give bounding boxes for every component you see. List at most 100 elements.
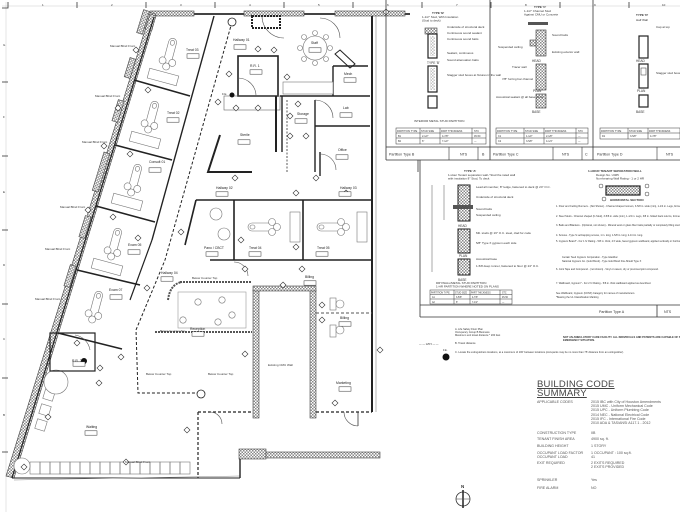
- detail-note: Underside of structural deck: [476, 195, 514, 199]
- table-cell: 7-1/2": [472, 302, 478, 304]
- room-label: Hallway 01: [233, 38, 250, 42]
- code-value: 2 EXITS REQUIRED 2 EXITS PROVIDED: [591, 461, 625, 470]
- table-header: PART THICKNESS: [441, 130, 463, 133]
- grid-column-ticks: [76, 2, 630, 8]
- room-label: R.R. 1: [250, 64, 260, 68]
- table-cell: 4-7/8": [650, 135, 657, 138]
- detail-note: Cap at top: [656, 25, 670, 29]
- code-key: SPRINKLER: [537, 477, 558, 482]
- code-value: 2015 IBC with City of Houston Amendments…: [591, 400, 661, 426]
- room-label: Treat 04: [249, 246, 262, 250]
- code-row: OCCUPANT LOAD FACTOR 1 OCCUPANT : 100 sq…: [537, 451, 680, 455]
- grid-col-9: 9: [594, 3, 596, 7]
- room-label: Billing: [340, 316, 349, 320]
- grid-col-1: 1: [42, 3, 44, 7]
- grid-col-2: 2: [111, 3, 113, 7]
- room-label: Hallway 02: [216, 186, 233, 190]
- table-header: STUD SIZE: [421, 130, 434, 133]
- north-arrow: N: [455, 484, 471, 508]
- table-cell: ---: [474, 140, 477, 143]
- table-header: STUD SIZE: [525, 130, 538, 133]
- detail-subtitle: 1-1/2" Stud, With Insulation(Stud to dec…: [422, 15, 459, 23]
- plan-label: PLAN: [533, 89, 542, 93]
- detail-note: Underside of structural deck: [447, 25, 485, 29]
- note-4: 4. Screws - Type S self-tapping screws, …: [556, 234, 643, 237]
- room-label: Pano / CBCT: [204, 246, 224, 250]
- manual-blind-note: Manual Blind Front: [82, 140, 107, 144]
- note-5a: Certain Teed Gypsum Corporation - Type G…: [562, 256, 619, 259]
- window-hatch: [334, 10, 406, 17]
- grid-row-g: G: [3, 43, 6, 47]
- detail-letter: C: [585, 153, 588, 157]
- room-label: Treat 05: [317, 246, 330, 250]
- ambulatory-warning: NOT AN AMBULATORY CARE FACILITY. ALL IND…: [563, 335, 680, 342]
- table-cell: 3-5/8": [456, 297, 462, 299]
- section-label: HORIZONTAL SECTION: [610, 198, 644, 202]
- code-key: EXIT REQUIRED: [537, 461, 565, 466]
- grid-row-f: F: [3, 115, 5, 119]
- head-label: HEAD: [532, 59, 542, 63]
- table-cell: ---: [578, 140, 581, 143]
- table-cell: A2: [432, 301, 436, 304]
- partition-table-d: PARTITION TYPE STUD SIZE PART THICKNESS …: [599, 127, 680, 140]
- floor-plan: [5, 8, 410, 481]
- code-row: SPRINKLER Yes: [537, 478, 680, 482]
- detail-footer-title: Partition Type C: [493, 153, 519, 157]
- table-cell: 6": [456, 302, 458, 304]
- code-row: OCCUPANT LOAD 41: [537, 455, 680, 459]
- note-2: 2. Steel Studs - Channel shaped (C-Stud)…: [556, 215, 680, 218]
- note-7: 7. Wallboard, Gypsum* - For 2 hr Rating …: [556, 282, 651, 285]
- note-6: 6. Joint Tape and Compound - (not shown)…: [556, 268, 659, 271]
- room-label: Storage: [297, 112, 309, 116]
- detail-scale: NTS: [460, 153, 468, 157]
- partition-type-d-detail: TYPE 'D' Half Wall HEAD PLAN BASE Cap at…: [597, 13, 680, 160]
- plan-label: PLAN: [637, 89, 646, 93]
- detail-note: Existing exterior wall: [552, 50, 580, 54]
- manual-blind-note: Manual Blind Front: [60, 205, 85, 209]
- head-label: HEAD: [458, 224, 468, 228]
- detail-note: 1-5/8 deep runner, fastened to floor @ 2…: [476, 264, 539, 268]
- table-cell: D1: [602, 135, 606, 138]
- table-cell: 2-1/2": [422, 135, 429, 138]
- waiting-chairs: [29, 388, 191, 475]
- note-5b: National Gypsum Co. (Gold Bond) - Type G…: [562, 260, 642, 263]
- room-label: Mech: [344, 72, 352, 76]
- below-counter-note: Below Counter Top: [192, 276, 218, 280]
- detail-title: TYPE 'C': [534, 5, 547, 9]
- detail-note: Acoustical sealant @ all base joints: [496, 95, 544, 99]
- note-3: 3. Batts and Blankets - (Optional, not s…: [556, 224, 680, 227]
- code-value: 4900 sq. ft.: [591, 437, 609, 442]
- building-code-title-line2: SUMMARY: [537, 388, 587, 399]
- detail-note: Tracer wall: [512, 65, 527, 69]
- table-cell: 7-1/2": [442, 140, 449, 143]
- grid-col-6: 6: [387, 3, 389, 7]
- manual-blind-note: Manual Blind Front: [45, 247, 70, 251]
- manual-blind-note: Manual Blind Front: [125, 460, 150, 464]
- detail-note: Sound attenuation batts: [447, 58, 479, 62]
- detail-caption: INTERIOR METAL STUD PARTITION: [414, 119, 464, 123]
- room-label: Staff: [311, 41, 318, 45]
- detail-note: Mtl. studs @ 16" O.C. steel, clad for co…: [476, 231, 531, 235]
- detail-footer-title: Partition Type D: [597, 153, 623, 157]
- travel-distance-marker: — — 125'± — —: [419, 342, 439, 346]
- detail-scale: NTS: [666, 153, 674, 157]
- grid-row-d: D: [3, 263, 6, 267]
- code-row: BUILDING HEIGHT 1 STORY: [537, 444, 680, 448]
- manual-blind-note: Manual Blind Front: [110, 44, 135, 48]
- grid-col-4: 4: [249, 3, 251, 7]
- existing-wall-note: Existing CMU Wall: [268, 363, 293, 367]
- grid-row-ticks: [2, 81, 8, 453]
- table-cell: ---: [578, 135, 581, 138]
- legend-item-c: C. Locate fire extinguishers locations, …: [455, 350, 624, 354]
- table-cell: 4-7/8": [472, 297, 478, 299]
- detail-note: Lead all member, 8" ledge, fastened to d…: [476, 185, 551, 189]
- table-header: STC: [578, 130, 583, 133]
- table-header: PARTITION TYPE: [397, 130, 418, 133]
- grid-col-8: 8: [525, 3, 527, 7]
- head-label: HEAD: [636, 59, 646, 63]
